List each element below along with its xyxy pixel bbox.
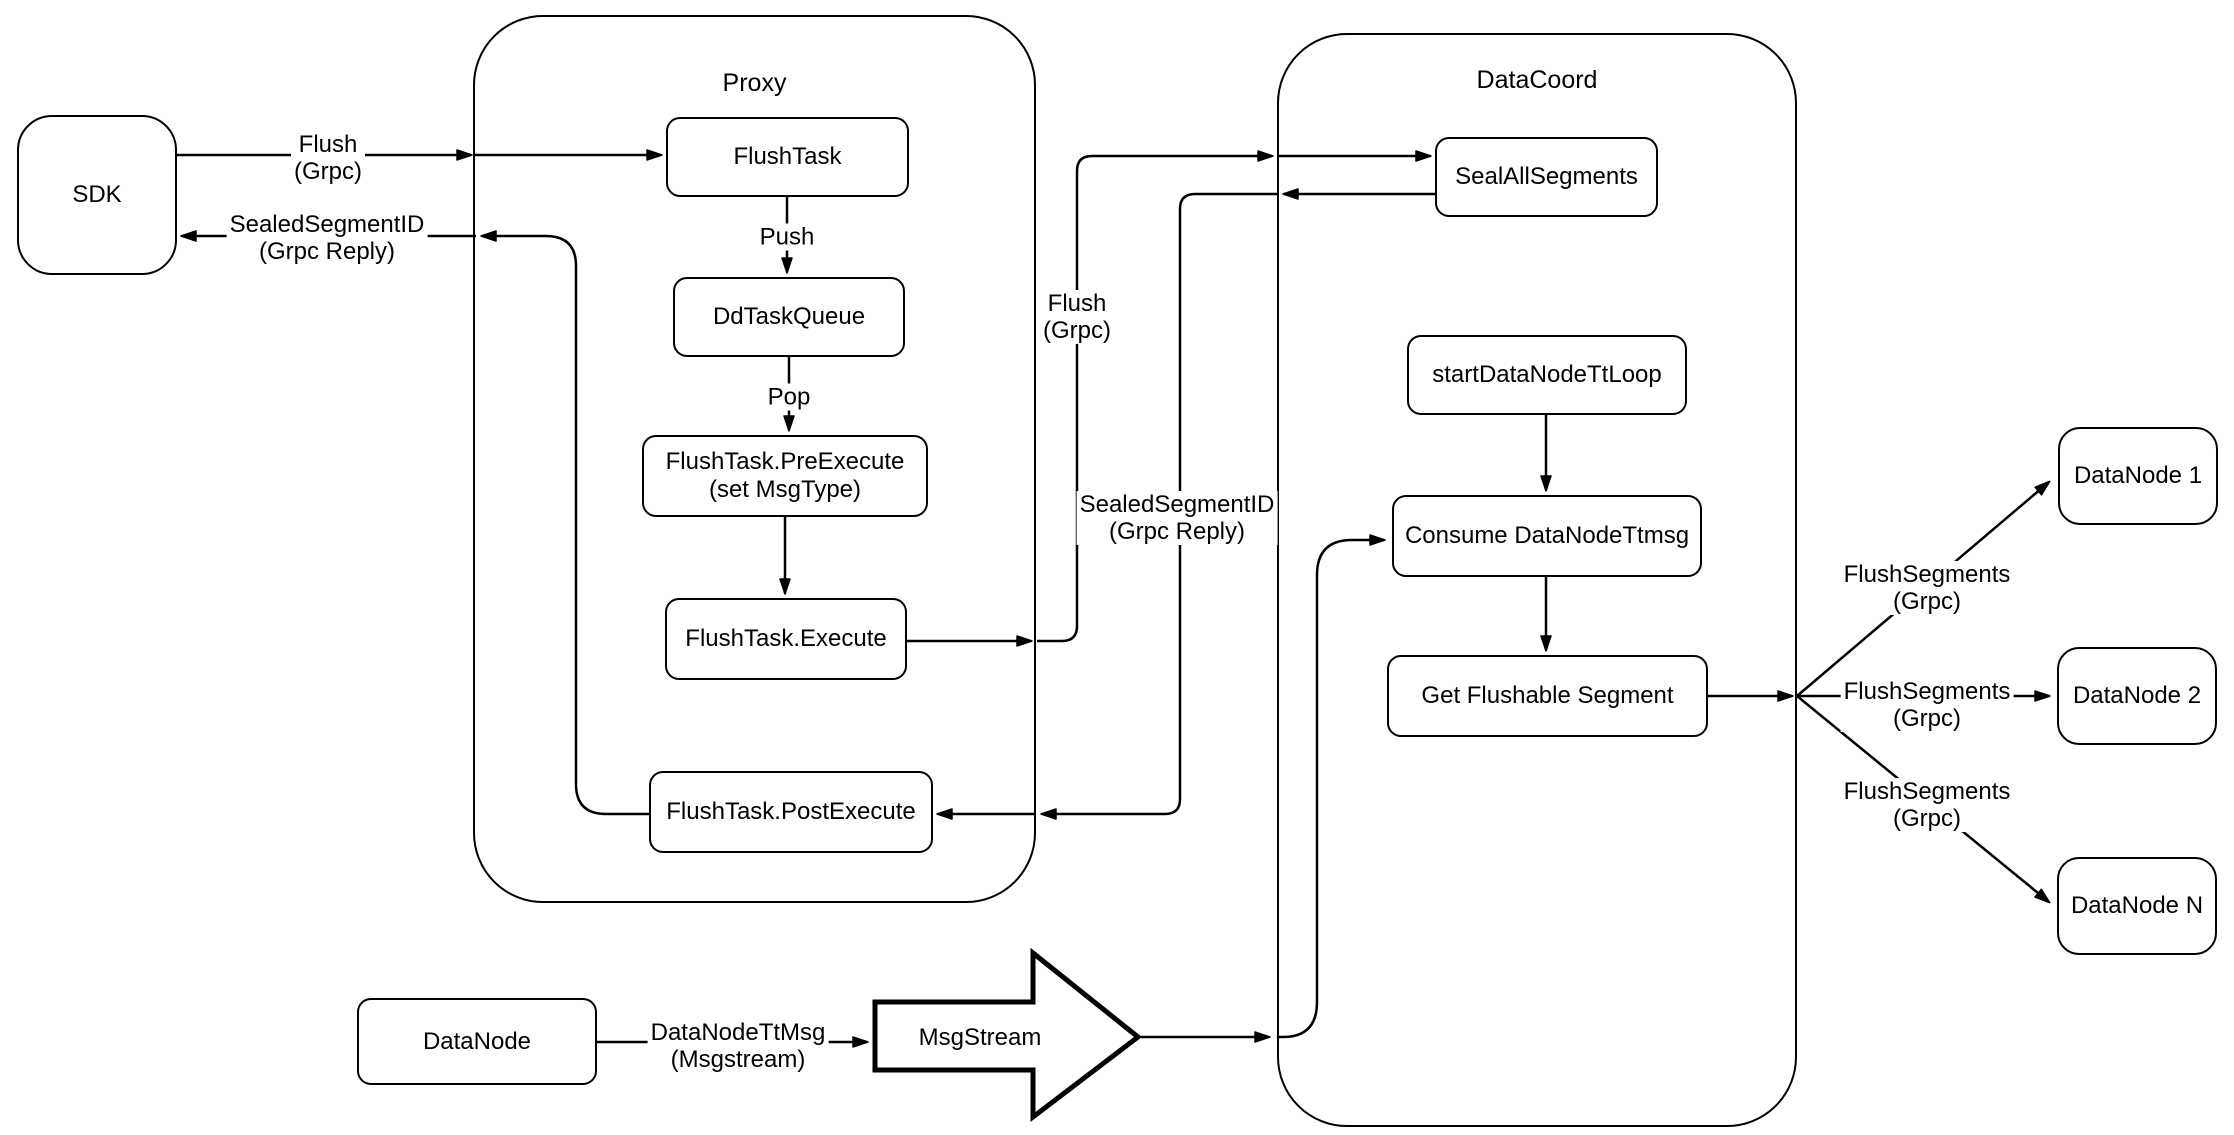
label-pop: Pop — [764, 383, 814, 411]
label-sealedsegmentid-sdk: SealedSegmentID (Grpc Reply) — [226, 211, 428, 265]
label-flushsegments-1: FlushSegments (Grpc) — [1840, 561, 2014, 615]
label-flush-grpc-mid: Flush (Grpc) — [1040, 290, 1114, 344]
proxy-container: Proxy — [473, 15, 1036, 903]
msgstream-label: MsgStream — [918, 1024, 1042, 1051]
node-get-flushable-segment: Get Flushable Segment — [1387, 655, 1708, 737]
label-flush-grpc-sdk: Flush (Grpc) — [291, 131, 365, 185]
label-sealedsegmentid-mid: SealedSegmentID (Grpc Reply) — [1076, 491, 1278, 545]
node-flushtask-execute: FlushTask.Execute — [665, 598, 907, 680]
node-flushtask: FlushTask — [666, 117, 909, 197]
node-startdatanodettloop: startDataNodeTtLoop — [1407, 335, 1687, 415]
proxy-title: Proxy — [722, 69, 787, 97]
node-datanode-2: DataNode 2 — [2057, 647, 2217, 745]
datacoord-container: DataCoord — [1277, 33, 1797, 1127]
node-datanode-1: DataNode 1 — [2058, 427, 2218, 525]
msgstream-block-arrow — [872, 947, 1143, 1123]
label-flushsegments-3: FlushSegments (Grpc) — [1840, 778, 2014, 832]
label-push: Push — [756, 223, 818, 251]
node-flushtask-postexecute: FlushTask.PostExecute — [649, 771, 933, 853]
datacoord-title: DataCoord — [1476, 66, 1598, 94]
node-consume-datanodettmsg: Consume DataNodeTtmsg — [1392, 495, 1702, 577]
node-flushtask-preexecute: FlushTask.PreExecute (set MsgType) — [642, 435, 928, 517]
node-datanode: DataNode — [357, 998, 597, 1085]
node-ddtaskqueue: DdTaskQueue — [673, 277, 905, 357]
edge-flush-grpc-up — [1037, 150, 1274, 643]
edge-postexecute-return — [480, 230, 649, 816]
label-datanodettmsg: DataNodeTtMsg (Msgstream) — [647, 1019, 829, 1073]
node-sealallsegments: SealAllSegments — [1435, 137, 1658, 217]
node-datanode-n: DataNode N — [2057, 857, 2217, 955]
node-sdk: SDK — [17, 115, 177, 275]
edge-datacoord-to-consume — [1278, 534, 1386, 1039]
label-flushsegments-2: FlushSegments (Grpc) — [1840, 678, 2014, 732]
